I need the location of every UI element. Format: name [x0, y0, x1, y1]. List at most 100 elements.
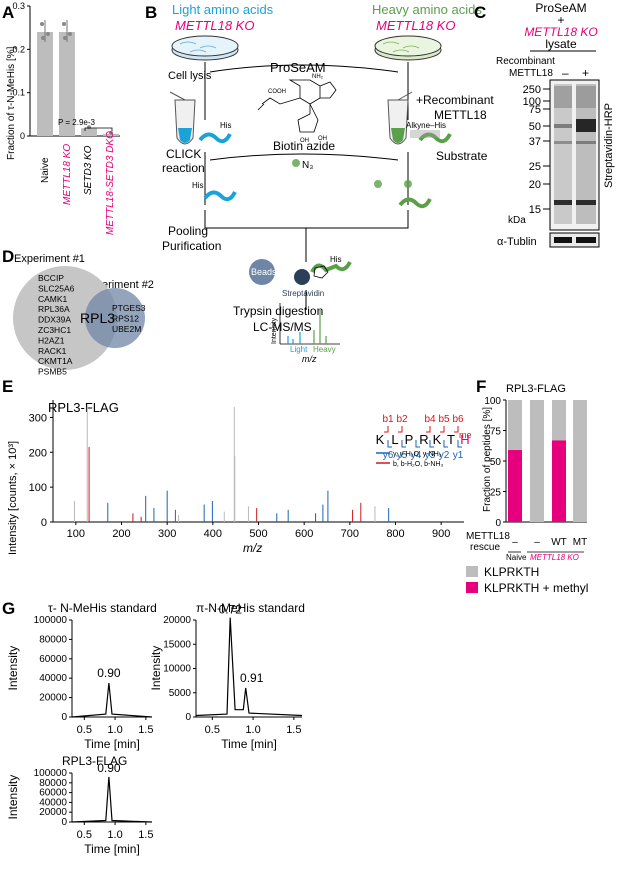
g-peak-label: 0.91: [240, 671, 264, 685]
g-ytick-label: 60000: [39, 788, 67, 799]
g2-title: π-N-MeHis standard: [196, 601, 305, 615]
a-bar: [59, 32, 75, 136]
g-ytick-label: 60000: [39, 654, 67, 665]
panel-e-ylabel: Intensity [counts, × 10³]: [7, 441, 19, 555]
marker-label: 15: [529, 204, 541, 216]
e-residue: K: [433, 432, 442, 447]
streptavidin-blot: [549, 79, 600, 231]
marker-label: 250: [523, 84, 541, 96]
e-b-cleavage: [426, 426, 431, 433]
e-b-ion: b6: [452, 414, 464, 425]
a-bar: [103, 133, 119, 136]
e-ytick-label: 200: [29, 447, 47, 459]
recombinant-c-2: METTL18: [509, 68, 553, 79]
mini-mz-label: m/z: [302, 354, 317, 364]
panel-f-ko: METTL18 KO: [530, 553, 579, 562]
heavy-legend: Heavy: [313, 345, 336, 354]
g-ytick-label: 5000: [169, 688, 192, 699]
panel-a-cat-setd3: SETD3 KO: [83, 145, 94, 195]
a-ytick-label: 0.1: [12, 88, 25, 98]
streptavidin-label: Streptavidin: [282, 289, 324, 298]
tubulin-blot: [549, 232, 600, 248]
g-xtick-label: 0.5: [205, 724, 220, 736]
e-y-ion: y1: [453, 450, 464, 461]
light-tube-icon: [169, 91, 196, 145]
streptavidin-bead-icon: [249, 259, 352, 285]
light-his-label: His: [220, 121, 232, 130]
light-protein-icon: [198, 132, 232, 144]
e-ytick-label: 300: [29, 412, 47, 424]
f-ytick-label: 25: [490, 488, 502, 499]
f-bar-methyl: [508, 450, 522, 522]
lcms-label: LC-MS/MS: [253, 320, 312, 334]
e-y-cleavage: [443, 440, 448, 448]
cell-lysis-label: Cell lysis: [168, 70, 212, 82]
legend-y-ions: y, y-H₂O, y-NH₃: [393, 451, 442, 458]
e-b-cleavage: [440, 426, 445, 433]
g-peak-label: 0.90: [97, 666, 121, 680]
panel-c-letter: C: [474, 3, 486, 22]
mini-intensity-label: Intensity: [271, 317, 278, 344]
light-clicked-icon: [203, 190, 237, 202]
panel-a-bars: [37, 20, 119, 136]
heavy-tube-icon: [387, 91, 413, 145]
panel-g-letter: G: [2, 599, 15, 618]
panel-a-cat-dko: METTL18-SETD3 DKO: [105, 131, 116, 235]
shared-protein: RPL3: [80, 310, 115, 326]
panel-a-yaxis: 00.10.20.3: [12, 1, 30, 141]
f-ytick-label: 0: [495, 518, 501, 529]
f-bar-unmod: [552, 400, 566, 441]
e-y-ion: y4: [411, 450, 422, 461]
g-xlabel: Time [min]: [84, 842, 140, 856]
e-b-ion: b2: [396, 414, 408, 425]
e-xtick-label: 400: [204, 528, 222, 540]
proseam-structure-icon: [257, 79, 337, 133]
exp1-protein: PSMB5: [38, 367, 67, 377]
exp1-protein: RPL36A: [38, 304, 70, 314]
e-xtick-label: 500: [249, 528, 267, 540]
g-ylabel: Intensity: [6, 775, 20, 820]
e-residue: T: [447, 432, 455, 447]
a-bar: [81, 128, 97, 136]
h-me-label: me: [459, 430, 472, 440]
f-bar-unmod: [573, 400, 587, 522]
panel-c-title-4: lysate: [545, 37, 577, 51]
f-rescue-val: WT: [551, 537, 567, 548]
a-bar: [37, 32, 53, 136]
a-ytick-label: 0.3: [12, 1, 25, 11]
e-y-ion: y3: [425, 450, 436, 461]
panel-f-rescue: rescue: [470, 542, 500, 553]
tubulin-label: α-Tublin: [497, 236, 537, 248]
legend-b-ions: b, b-H₂O, b-NH₃: [393, 461, 443, 468]
panel-e-title: RPL3-FLAG: [48, 400, 119, 415]
e-residue: H: [460, 432, 469, 447]
f-ytick-label: 50: [490, 457, 502, 468]
e-residue: P: [405, 432, 414, 447]
a-point: [41, 36, 45, 40]
g-ytick-label: 40000: [39, 673, 67, 684]
g-ytick-label: 40000: [39, 797, 67, 808]
click-label-2: reaction: [162, 161, 205, 175]
light-aa-title: Light amino acids: [172, 2, 274, 17]
light-legend: Light: [290, 345, 308, 354]
svg-text:OH: OH: [318, 136, 327, 142]
exp2-protein: PTGES3: [112, 303, 146, 313]
e-residue: R: [419, 432, 428, 447]
e-y-cleavage: [457, 440, 462, 448]
a-point: [109, 130, 113, 135]
g-xtick-label: 0.5: [77, 829, 92, 841]
e-y-cleavage: [387, 440, 392, 448]
e-b-ion: b1: [382, 414, 394, 425]
f-rescue-val: –: [512, 537, 518, 548]
e-y-cleavage: [429, 440, 434, 448]
e-xtick-label: 600: [295, 528, 313, 540]
g-ytick-label: 80000: [39, 634, 67, 645]
lane-plus: +: [582, 66, 589, 80]
heavy-aa-title: Heavy amino acids: [372, 2, 482, 17]
g-ytick-label: 0: [61, 712, 67, 723]
g-xlabel: Time [min]: [221, 737, 277, 751]
panel-a-cat-mettl18: METTL18 KO: [62, 144, 73, 205]
e-b-ion: b5: [438, 414, 450, 425]
exp2-circle: [85, 288, 145, 348]
